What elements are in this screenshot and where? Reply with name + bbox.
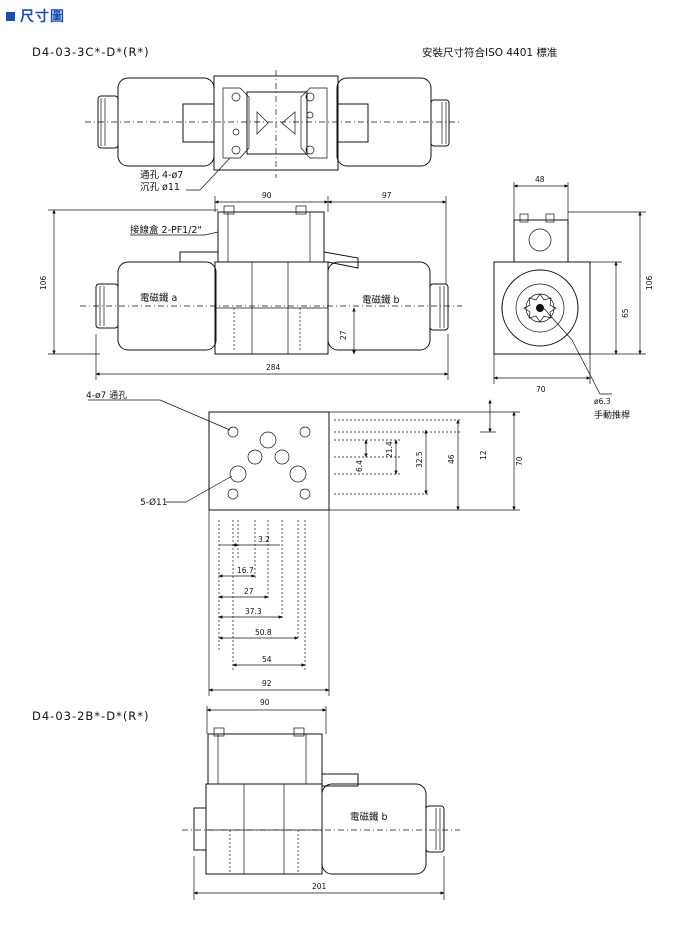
mount-dim-v-4: 12 (479, 450, 488, 460)
mount-dim-h-4: 50.8 (255, 628, 272, 637)
dim-2b-201: 201 (312, 882, 327, 891)
solenoid-a-label: 電磁鐵 a (140, 292, 177, 304)
mount-dim-h-3: 37.3 (245, 607, 262, 616)
conduit-label: 接線盒 2-PF1/2" (130, 224, 202, 236)
dim-side-106: 106 (645, 275, 654, 290)
dim-front-284: 284 (266, 363, 281, 372)
mount-dim-v-1: 21.4 (385, 441, 394, 458)
dim-front-27: 27 (339, 330, 348, 340)
mount-dim-h-6: 92 (262, 679, 272, 688)
model-3c-label: D4-03-3C*-D*(R*) (32, 45, 150, 59)
dim-side-48: 48 (535, 175, 545, 184)
dim-front-90: 90 (262, 191, 272, 200)
manual-push-label: 手動推桿 (594, 409, 630, 421)
mount-dim-v-0: 6.4 (355, 460, 364, 472)
dim-front-106: 106 (39, 275, 48, 290)
section-header: 尺寸圖 (6, 6, 65, 26)
solenoid-b-2b-label: 電磁鐵 b (350, 811, 388, 823)
dim-manual-diameter: ø6.3 (594, 397, 611, 406)
mount-dim-v-5: 70 (515, 456, 524, 466)
mount-dim-h-5: 54 (262, 655, 272, 664)
mount-dim-h-0: 3.2 (258, 535, 270, 544)
side-view (493, 182, 646, 395)
mount-hole-5-label: 5-Ø11 (140, 497, 168, 508)
iso-note: 安裝尺寸符合ISO 4401 標准 (422, 46, 557, 59)
mount-dim-v-2: 32.5 (415, 451, 424, 468)
dim-side-65: 65 (621, 308, 630, 318)
dim-2b-90: 90 (260, 698, 270, 707)
mount-dim-h-2: 27 (244, 587, 254, 596)
mount-hole-4-label: 4-ø7 通孔 (86, 390, 127, 401)
header-square-icon (6, 12, 15, 21)
solenoid-b-label: 電磁鐵 b (362, 294, 400, 306)
header-title: 尺寸圖 (20, 9, 65, 25)
mount-dim-h-1: 16.7 (237, 566, 254, 575)
dim-front-97: 97 (382, 191, 392, 200)
top-view (85, 70, 462, 191)
model-2b-label: D4-03-2B*-D*(R*) (32, 709, 150, 723)
front-view (48, 196, 462, 380)
mounting-pattern (88, 399, 520, 696)
dim-side-70: 70 (536, 385, 546, 394)
mount-dim-v-3: 46 (447, 454, 456, 464)
counterbore-label: 沉孔 ø11 (140, 182, 180, 193)
through-hole-label: 通孔 4-ø7 (140, 170, 183, 181)
front-view-2b (182, 706, 460, 900)
